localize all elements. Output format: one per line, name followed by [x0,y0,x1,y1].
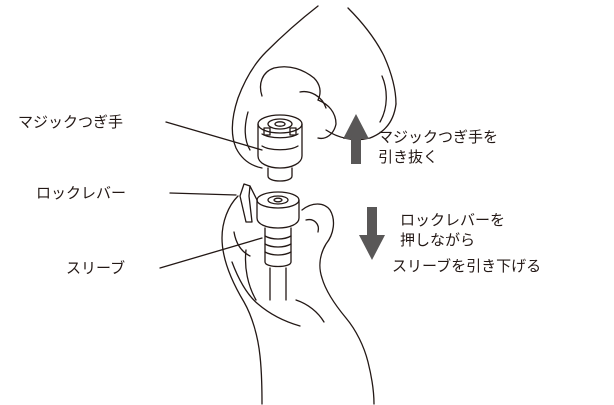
lower-hand-drawing [221,195,375,405]
arrow-down-icon [359,207,385,260]
instruction-push-down: ロックレバーを 押しながら [400,210,505,250]
label-sleeve: スリーブ [66,259,126,277]
instruction-pull-out-line-2: 引き抜く [378,148,439,166]
leader-line-coupling [165,121,263,151]
instruction-push-down-line-3: スリーブを引き下げる [392,257,542,275]
instruction-push-down-line-1: ロックレバーを [400,211,506,229]
instruction-pull-out-line-1: マジックつぎ手を [378,128,499,146]
instruction-pull-out: マジックつぎ手を 引き抜く [378,127,498,167]
instruction-push-down-line-2: 押しながら [400,231,476,249]
upper-hand-drawing [231,5,397,169]
leader-line-lock-lever [169,192,237,196]
instruction-push-down-line-3-wrap: スリーブを引き下げる [392,256,541,276]
leader-line-sleeve [159,237,263,269]
arrow-up-icon [343,114,369,164]
label-lock-lever: ロックレバー [36,184,127,202]
magic-coupling-drawing [257,114,303,182]
label-magic-coupling: マジックつぎ手 [18,113,124,131]
socket-assembly-drawing [239,183,300,301]
